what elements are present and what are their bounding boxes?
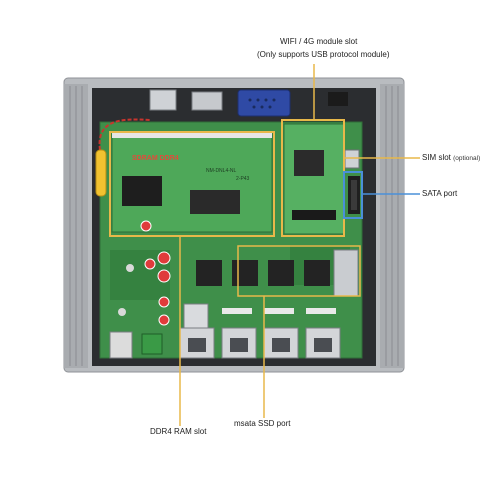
ram-module-rev: 2-P43 <box>236 176 250 182</box>
power-connector-green <box>141 333 163 355</box>
lan-ports <box>179 327 341 359</box>
heatsink-fins <box>69 86 399 366</box>
wifi-module-note: (Only supports USB protocol module) <box>257 49 390 60</box>
sim-slot-text: SIM slot <box>422 153 451 162</box>
ddr4-slot-label: DDR4 RAM slot <box>150 426 206 437</box>
sata-port-text: SATA port <box>422 189 458 198</box>
vga-port <box>237 89 291 117</box>
capacitors <box>118 220 171 326</box>
sim-slot-label: SIM slot (optional) <box>422 152 480 164</box>
ram-slot-rail <box>112 132 272 138</box>
power-jack <box>109 331 133 359</box>
ram-stamp-text: SDRAM DDR4 <box>132 155 179 162</box>
ram-chip <box>122 176 162 206</box>
msata-port-text: msata SSD port <box>234 419 291 428</box>
wifi-module-label-line1: WIFI / 4G module slot <box>280 37 358 46</box>
usb-port-bottom <box>183 303 209 329</box>
msata-slot <box>333 249 359 297</box>
ddr4-highlight-box <box>109 131 275 237</box>
ethernet-chips <box>196 260 330 286</box>
usb-port-top-1 <box>149 89 177 111</box>
sata-connector-pins <box>351 180 357 210</box>
sim-slot <box>344 149 360 169</box>
hdmi-port-top <box>191 91 223 111</box>
wifi-module-label: WIFI / 4G module slot <box>280 36 357 47</box>
header-connector-top-right <box>328 92 348 106</box>
ram-chip-2 <box>190 190 240 214</box>
wifi-module-connector <box>292 210 336 220</box>
sim-slot-optional: (optional) <box>453 155 481 162</box>
vga-pins <box>248 98 276 109</box>
wifi-module-label-line2: (Only supports USB protocol module) <box>257 50 390 59</box>
msata-port-label: msata SSD port <box>234 418 290 429</box>
lan-transformers <box>222 308 336 314</box>
red-cable <box>98 118 151 151</box>
leader-lines <box>179 64 420 426</box>
msata-highlight-box <box>237 245 361 297</box>
ram-module-code: NM-DNL4-NL <box>206 168 237 174</box>
yellow-latch <box>95 149 107 197</box>
sata-highlight-box <box>343 171 363 219</box>
wifi-module-chip <box>294 150 324 176</box>
sata-port-label: SATA port <box>422 188 457 199</box>
ddr4-slot-text: DDR4 RAM slot <box>150 427 207 436</box>
